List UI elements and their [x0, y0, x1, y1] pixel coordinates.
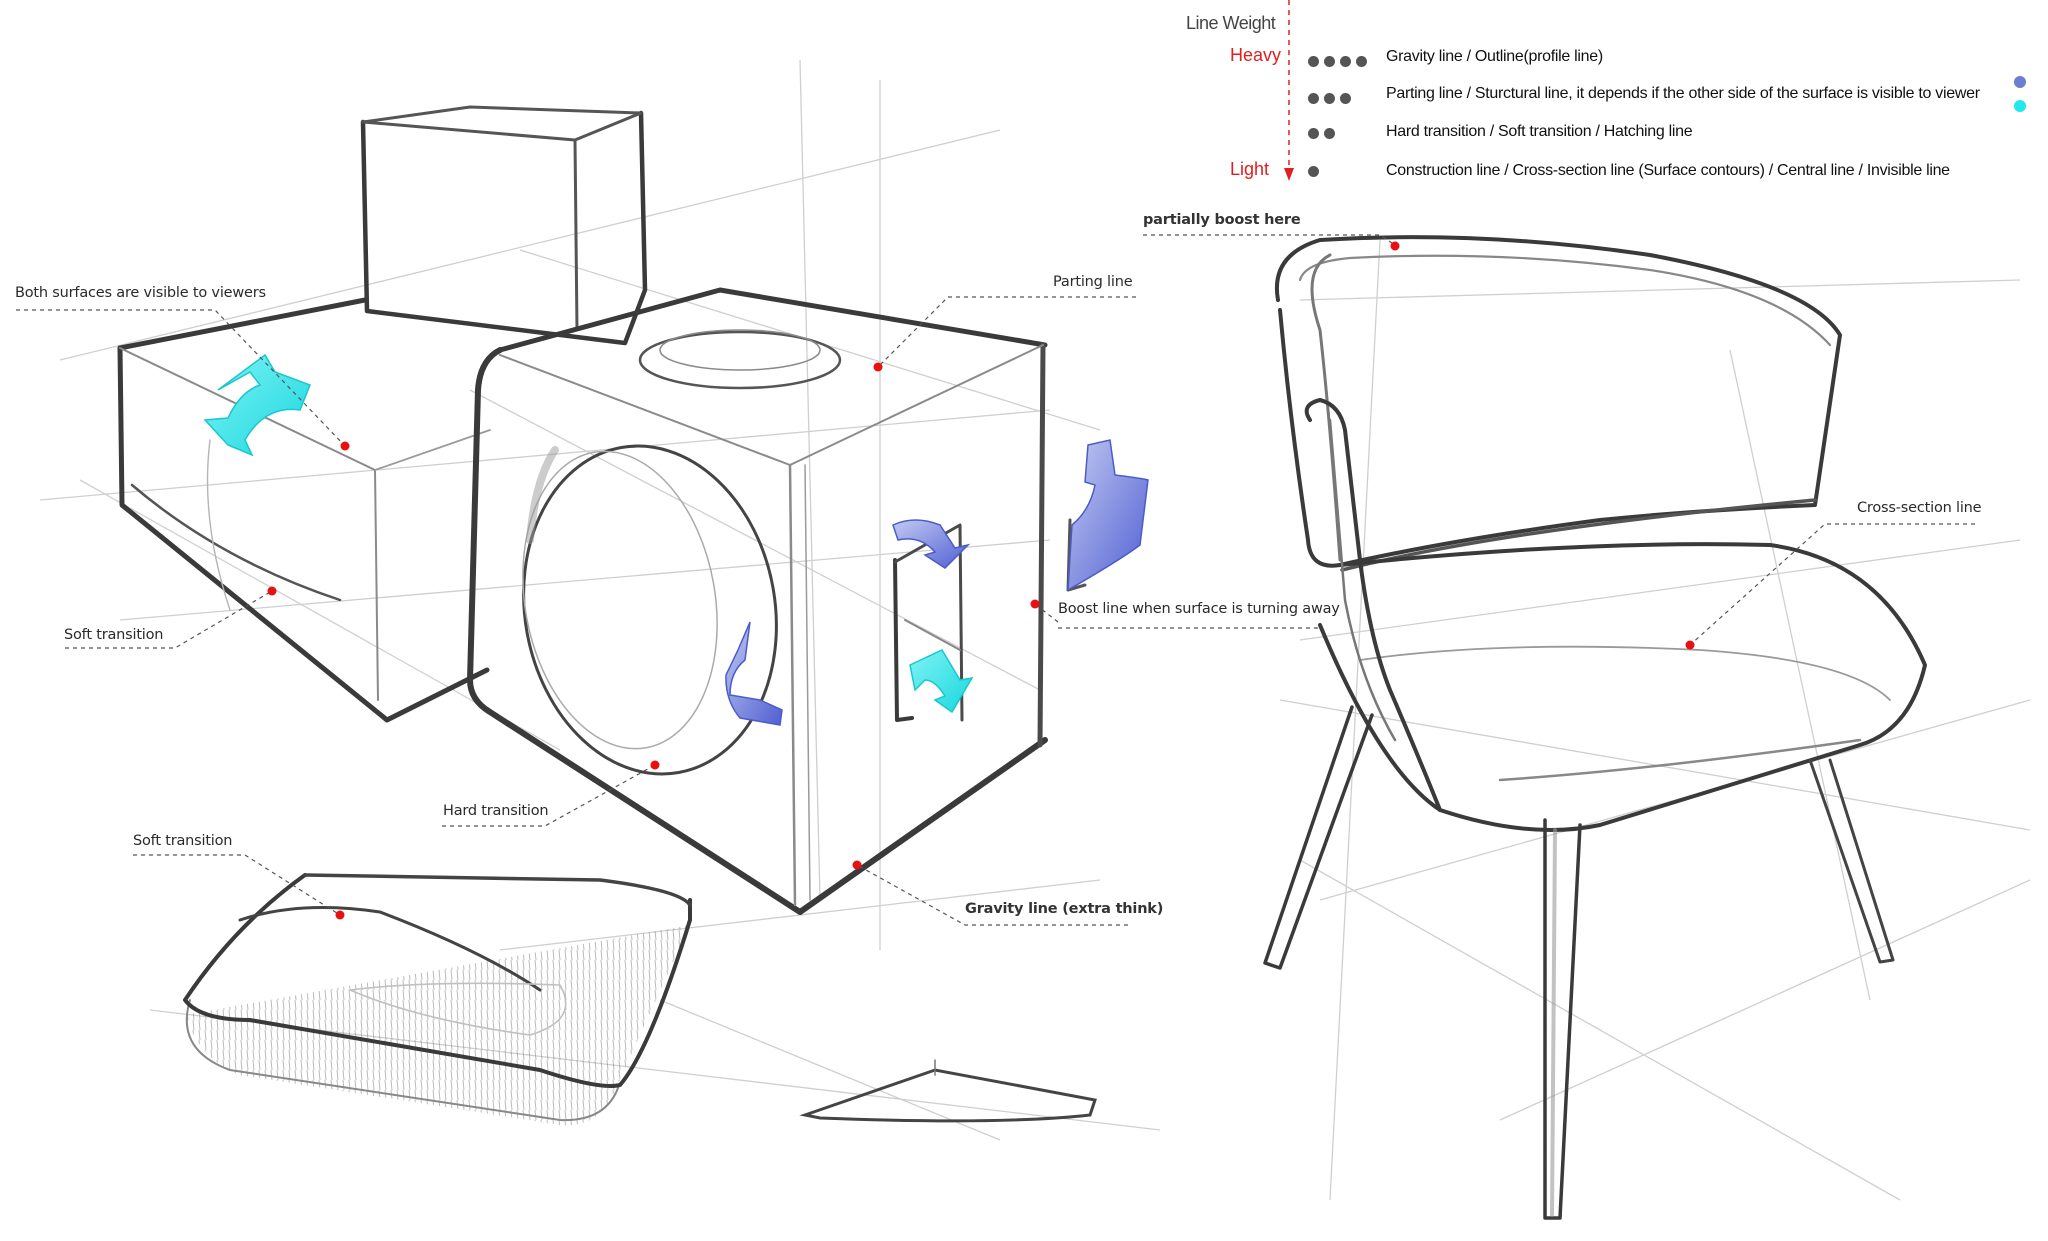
cushion [183, 873, 692, 1126]
left-box [117, 297, 491, 723]
annotation-both-surfaces: Both surfaces are visible to viewers [15, 285, 266, 301]
blue-swatch-icon [2014, 76, 2026, 88]
cyan-swatch-icon [2014, 100, 2026, 112]
legend-row-medium: Parting line / Sturctural line, it depen… [1386, 85, 1980, 102]
legend-row-lightest: Construction line / Cross-section line (… [1386, 162, 1950, 179]
arrow-blue-side-icon [1067, 439, 1149, 592]
weight-dots-4 [1308, 56, 1367, 67]
line-weight-axis [1284, 0, 1294, 181]
weight-dots-1 [1308, 166, 1319, 177]
annotation-parting-line: Parting line [1053, 274, 1133, 290]
arrow-blue-slot-icon [892, 519, 971, 569]
chair [1263, 235, 1927, 1220]
annotation-hard-transition: Hard transition [443, 803, 549, 819]
legend-title: Line Weight [1186, 13, 1276, 33]
annotation-soft-transition-left: Soft transition [64, 627, 164, 643]
arrow-cyan-slot-icon [909, 649, 974, 714]
wedge [799, 1059, 1097, 1123]
annotation-boost-line: Boost line when surface is turning away [1058, 601, 1340, 617]
legend-heavy-label: Heavy [1230, 45, 1282, 65]
annotation-markers [267, 241, 1695, 920]
annotation-gravity-line: Gravity line (extra think) [965, 901, 1164, 917]
legend-row-light: Hard transition / Soft transition / Hatc… [1386, 123, 1693, 140]
flow-arrows [203, 353, 1149, 726]
top-cube [360, 105, 648, 346]
arrow-blue-circle-icon [725, 621, 783, 726]
arrow-cyan-top-icon [203, 353, 311, 457]
legend-row-heavy: Gravity line / Outline(profile line) [1386, 48, 1603, 65]
main-cube [467, 287, 1087, 915]
annotation-soft-transition-cushion: Soft transition [133, 833, 233, 849]
annotation-partially-boost: partially boost here [1143, 212, 1301, 228]
annotation-cross-section: Cross-section line [1857, 500, 1982, 516]
weight-dots-3 [1308, 93, 1351, 104]
legend-light-label: Light [1230, 159, 1270, 179]
weight-dots-2 [1308, 128, 1335, 139]
leader-lines [16, 234, 1975, 926]
